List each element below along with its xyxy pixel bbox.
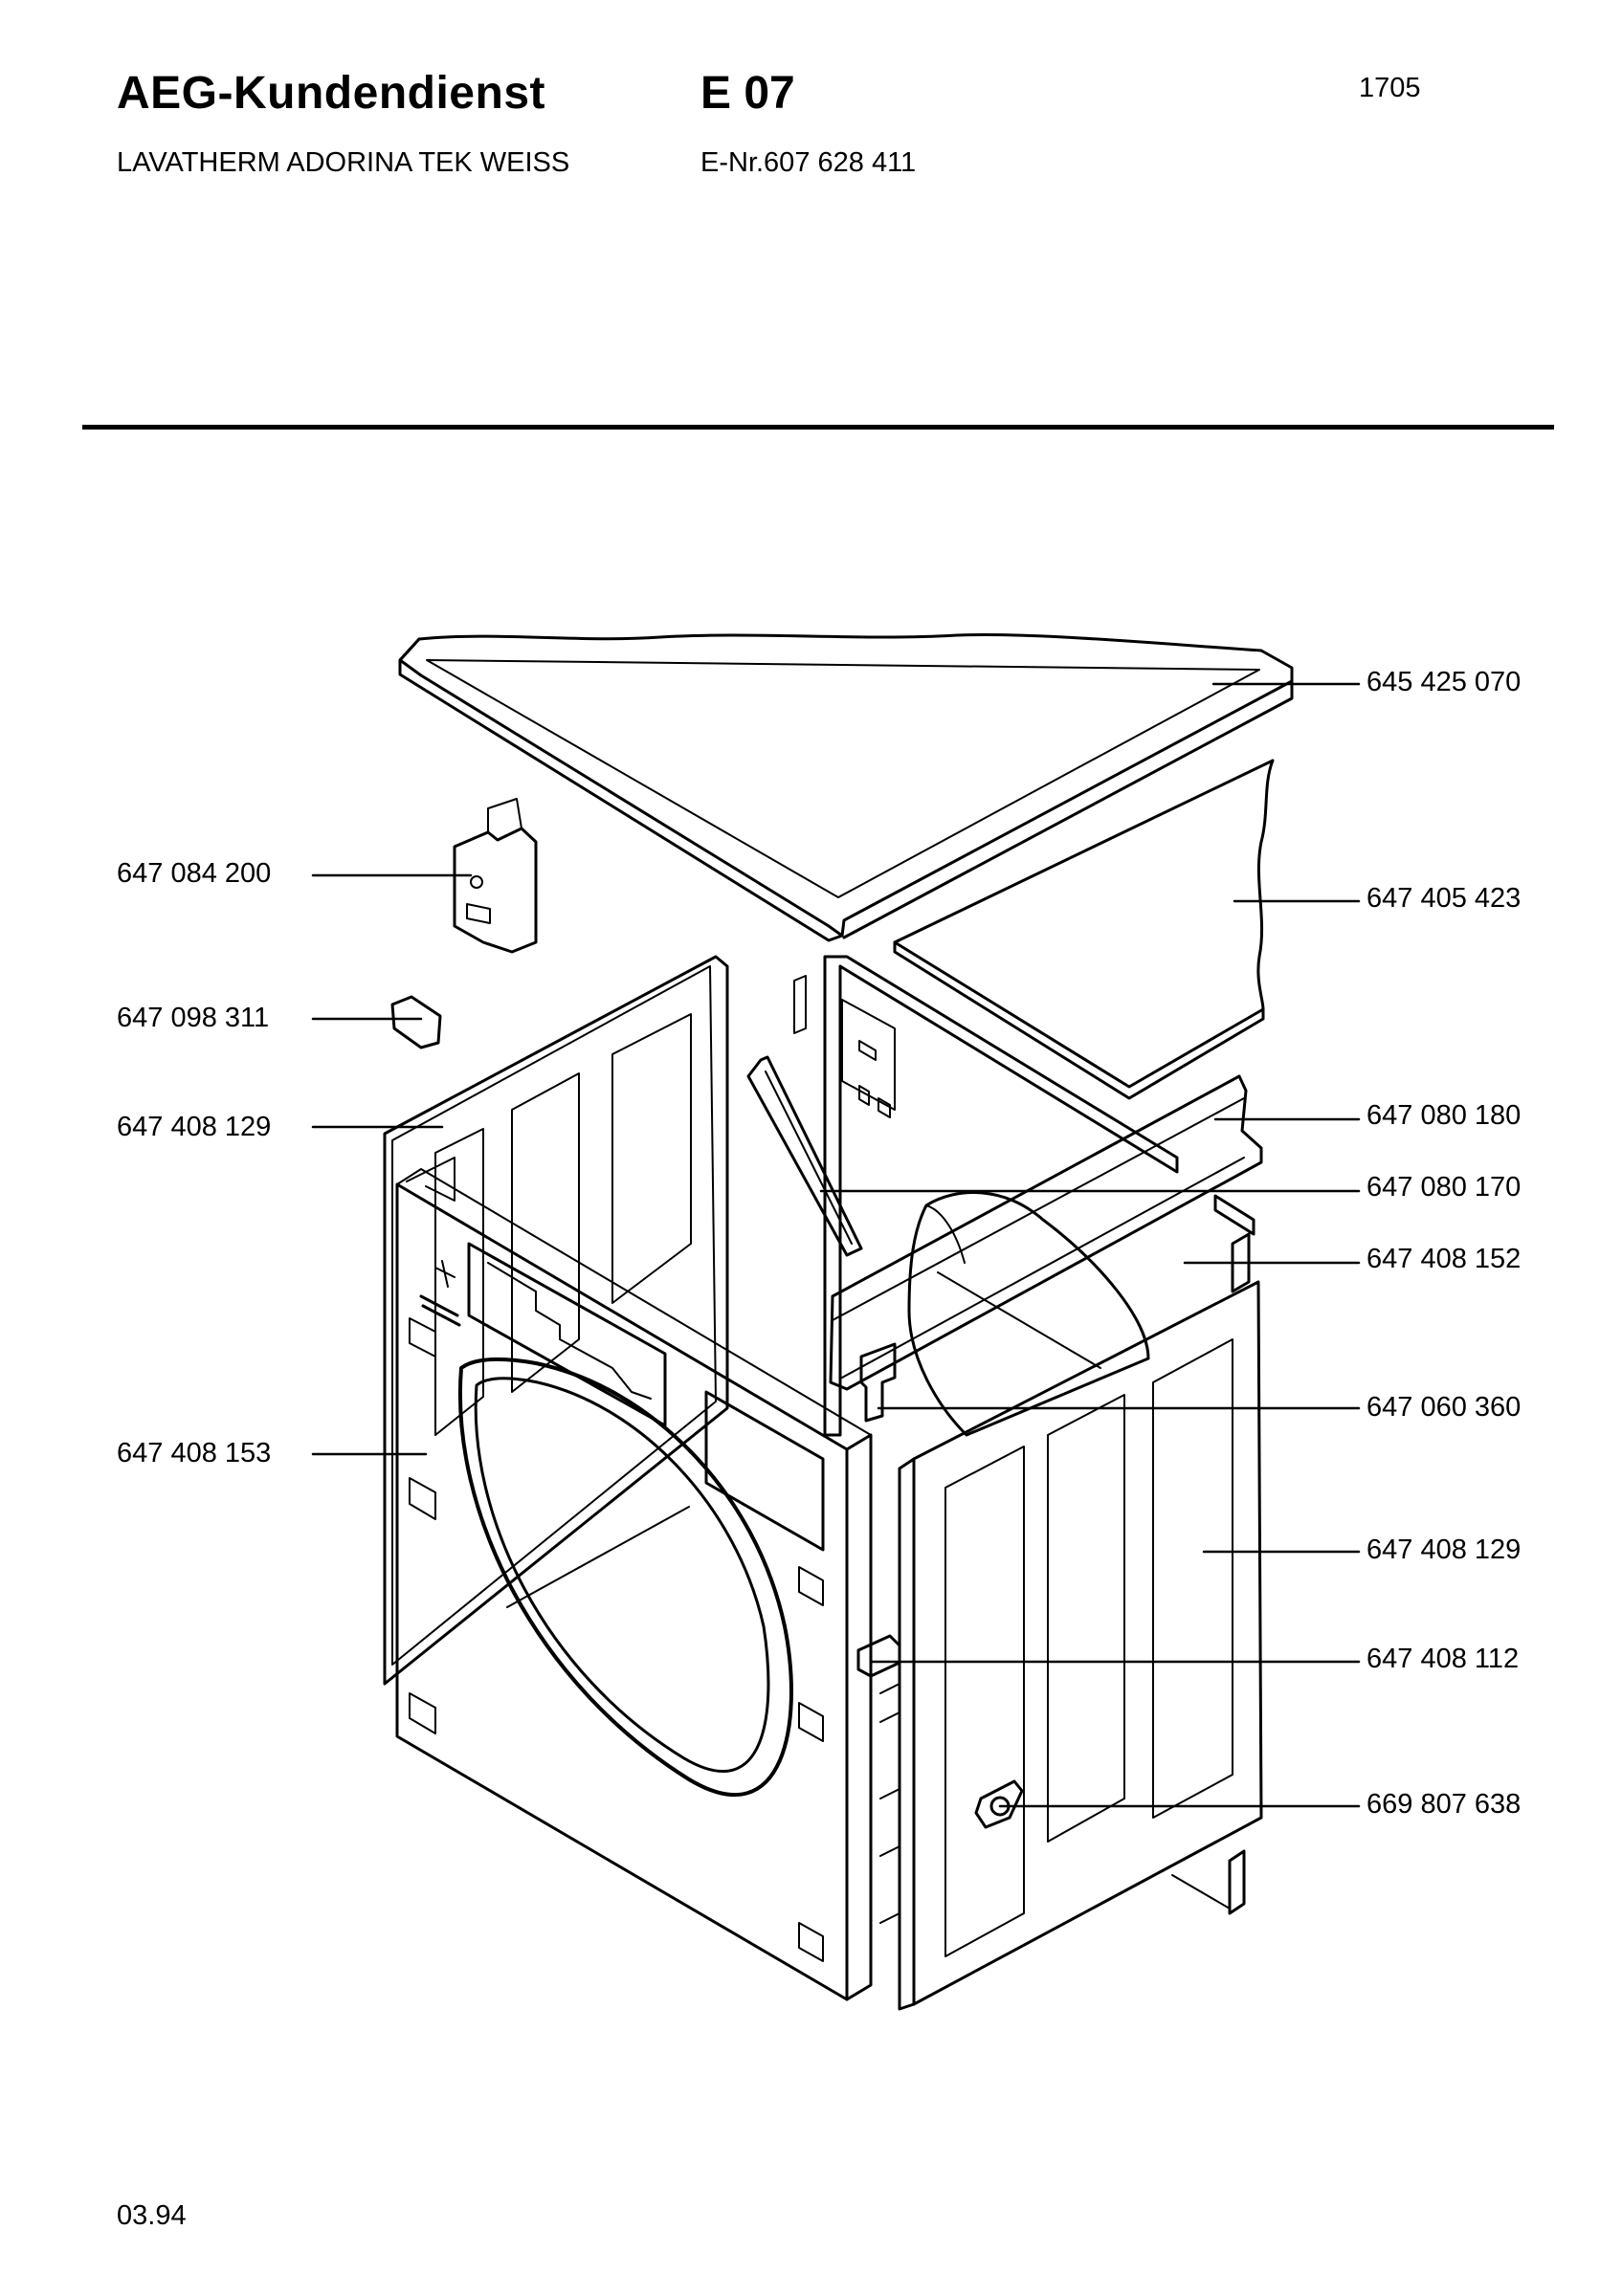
rear-frame bbox=[793, 955, 1255, 1437]
side-top-panel bbox=[893, 759, 1275, 1100]
e-number: E-Nr.607 628 411 bbox=[700, 147, 917, 178]
part-label-669-807-638: 669 807 638 bbox=[1366, 1789, 1522, 1820]
part-label-647-408-112: 647 408 112 bbox=[1366, 1644, 1520, 1674]
small-strut bbox=[746, 1055, 863, 1257]
left-side-panel bbox=[383, 955, 729, 1686]
part-label-647-098-311: 647 098 311 bbox=[117, 1003, 270, 1033]
leader-lines bbox=[311, 682, 1361, 1808]
door-clip bbox=[859, 1342, 897, 1423]
cross-brace bbox=[829, 1074, 1263, 1391]
door-lock-knob bbox=[974, 1779, 1024, 1829]
print-date: 03.94 bbox=[117, 2200, 187, 2231]
part-label-647-080-180: 647 080 180 bbox=[1366, 1100, 1522, 1131]
part-label-647-408-129-left: 647 408 129 bbox=[117, 1112, 272, 1142]
header-divider bbox=[82, 425, 1554, 430]
top-cover-lid bbox=[398, 632, 1294, 942]
model-name: LAVATHERM ADORINA TEK WEISS bbox=[117, 147, 570, 178]
thermostat-module bbox=[453, 798, 538, 954]
part-label-647-084-200: 647 084 200 bbox=[117, 858, 272, 889]
part-label-647-408-152: 647 408 152 bbox=[1366, 1244, 1522, 1274]
brand-title: AEG-Kundendienst bbox=[117, 68, 545, 119]
small-switch bbox=[390, 995, 442, 1049]
door-latch bbox=[856, 1634, 901, 1678]
part-label-647-405-423: 647 405 423 bbox=[1366, 883, 1522, 914]
section-code: E 07 bbox=[700, 68, 795, 119]
part-label-647-408-153: 647 408 153 bbox=[117, 1438, 272, 1468]
part-label-647-408-129-right: 647 408 129 bbox=[1366, 1534, 1522, 1565]
page-number: 1705 bbox=[1359, 73, 1421, 103]
part-label-645-425-070: 645 425 070 bbox=[1366, 667, 1522, 697]
corner-bracket bbox=[1231, 1232, 1251, 1293]
right-door-panel bbox=[879, 1280, 1263, 2011]
front-panel bbox=[395, 1157, 873, 2001]
part-label-647-080-170: 647 080 170 bbox=[1366, 1172, 1522, 1203]
part-label-647-060-360: 647 060 360 bbox=[1366, 1392, 1522, 1423]
